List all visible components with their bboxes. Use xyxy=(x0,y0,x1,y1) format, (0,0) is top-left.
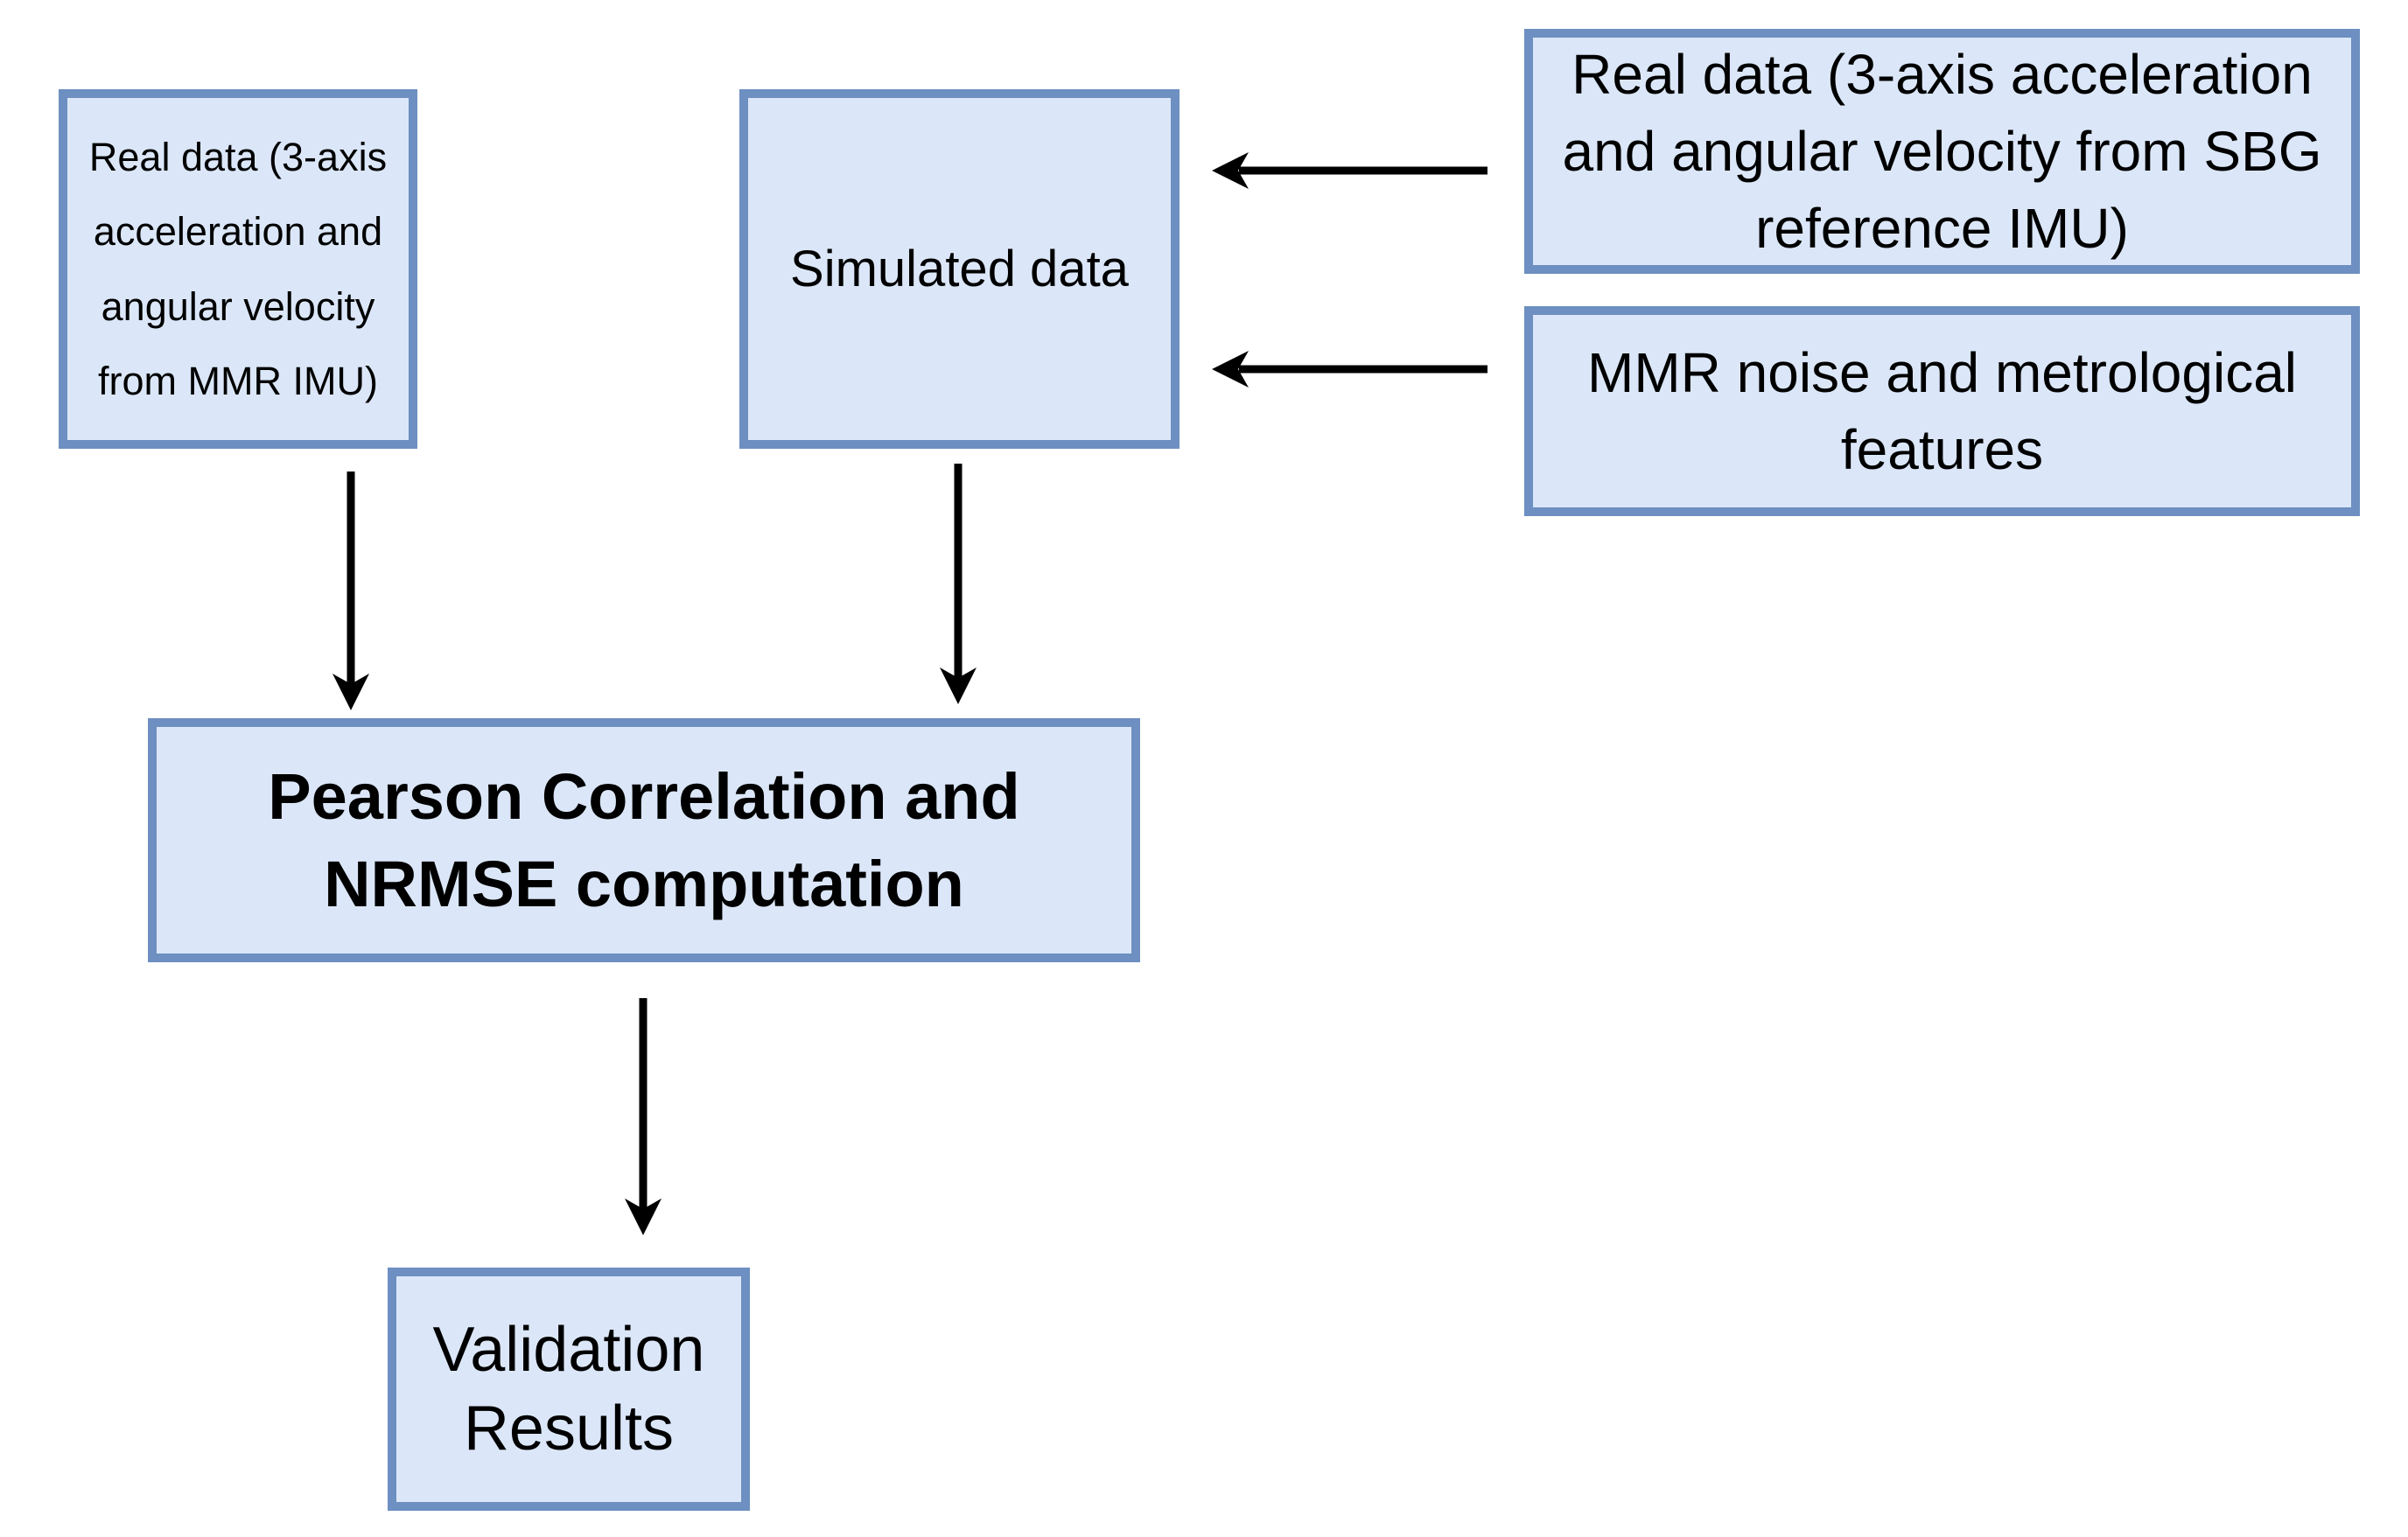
arrow-simulated-to-pearson xyxy=(940,464,976,704)
arrow-head-icon xyxy=(625,1198,662,1235)
node-real-data-mmr-imu: Real data (3-axis acceleration and angul… xyxy=(59,89,417,449)
arrow-sbg-real-to-simulated xyxy=(1212,152,1488,189)
arrow-mmr-noise-to-simulated xyxy=(1212,351,1488,388)
node-validation-results: Validation Results xyxy=(388,1268,750,1511)
arrow-head-icon xyxy=(940,667,976,704)
arrow-head-icon xyxy=(332,674,369,710)
node-simulated-data: Simulated data xyxy=(739,89,1180,449)
node-real-data-sbg-imu: Real data (3-axis acceleration and angul… xyxy=(1524,29,2360,274)
node-pearson-correlation-nrmse: Pearson Correlation and NRMSE computatio… xyxy=(148,718,1140,962)
arrow-pearson-to-validation xyxy=(625,998,662,1235)
arrow-mmr-real-to-pearson xyxy=(332,472,369,710)
arrow-head-icon xyxy=(1212,152,1249,189)
node-mmr-noise-features: MMR noise and metrological features xyxy=(1524,306,2360,516)
arrow-head-icon xyxy=(1212,351,1249,388)
